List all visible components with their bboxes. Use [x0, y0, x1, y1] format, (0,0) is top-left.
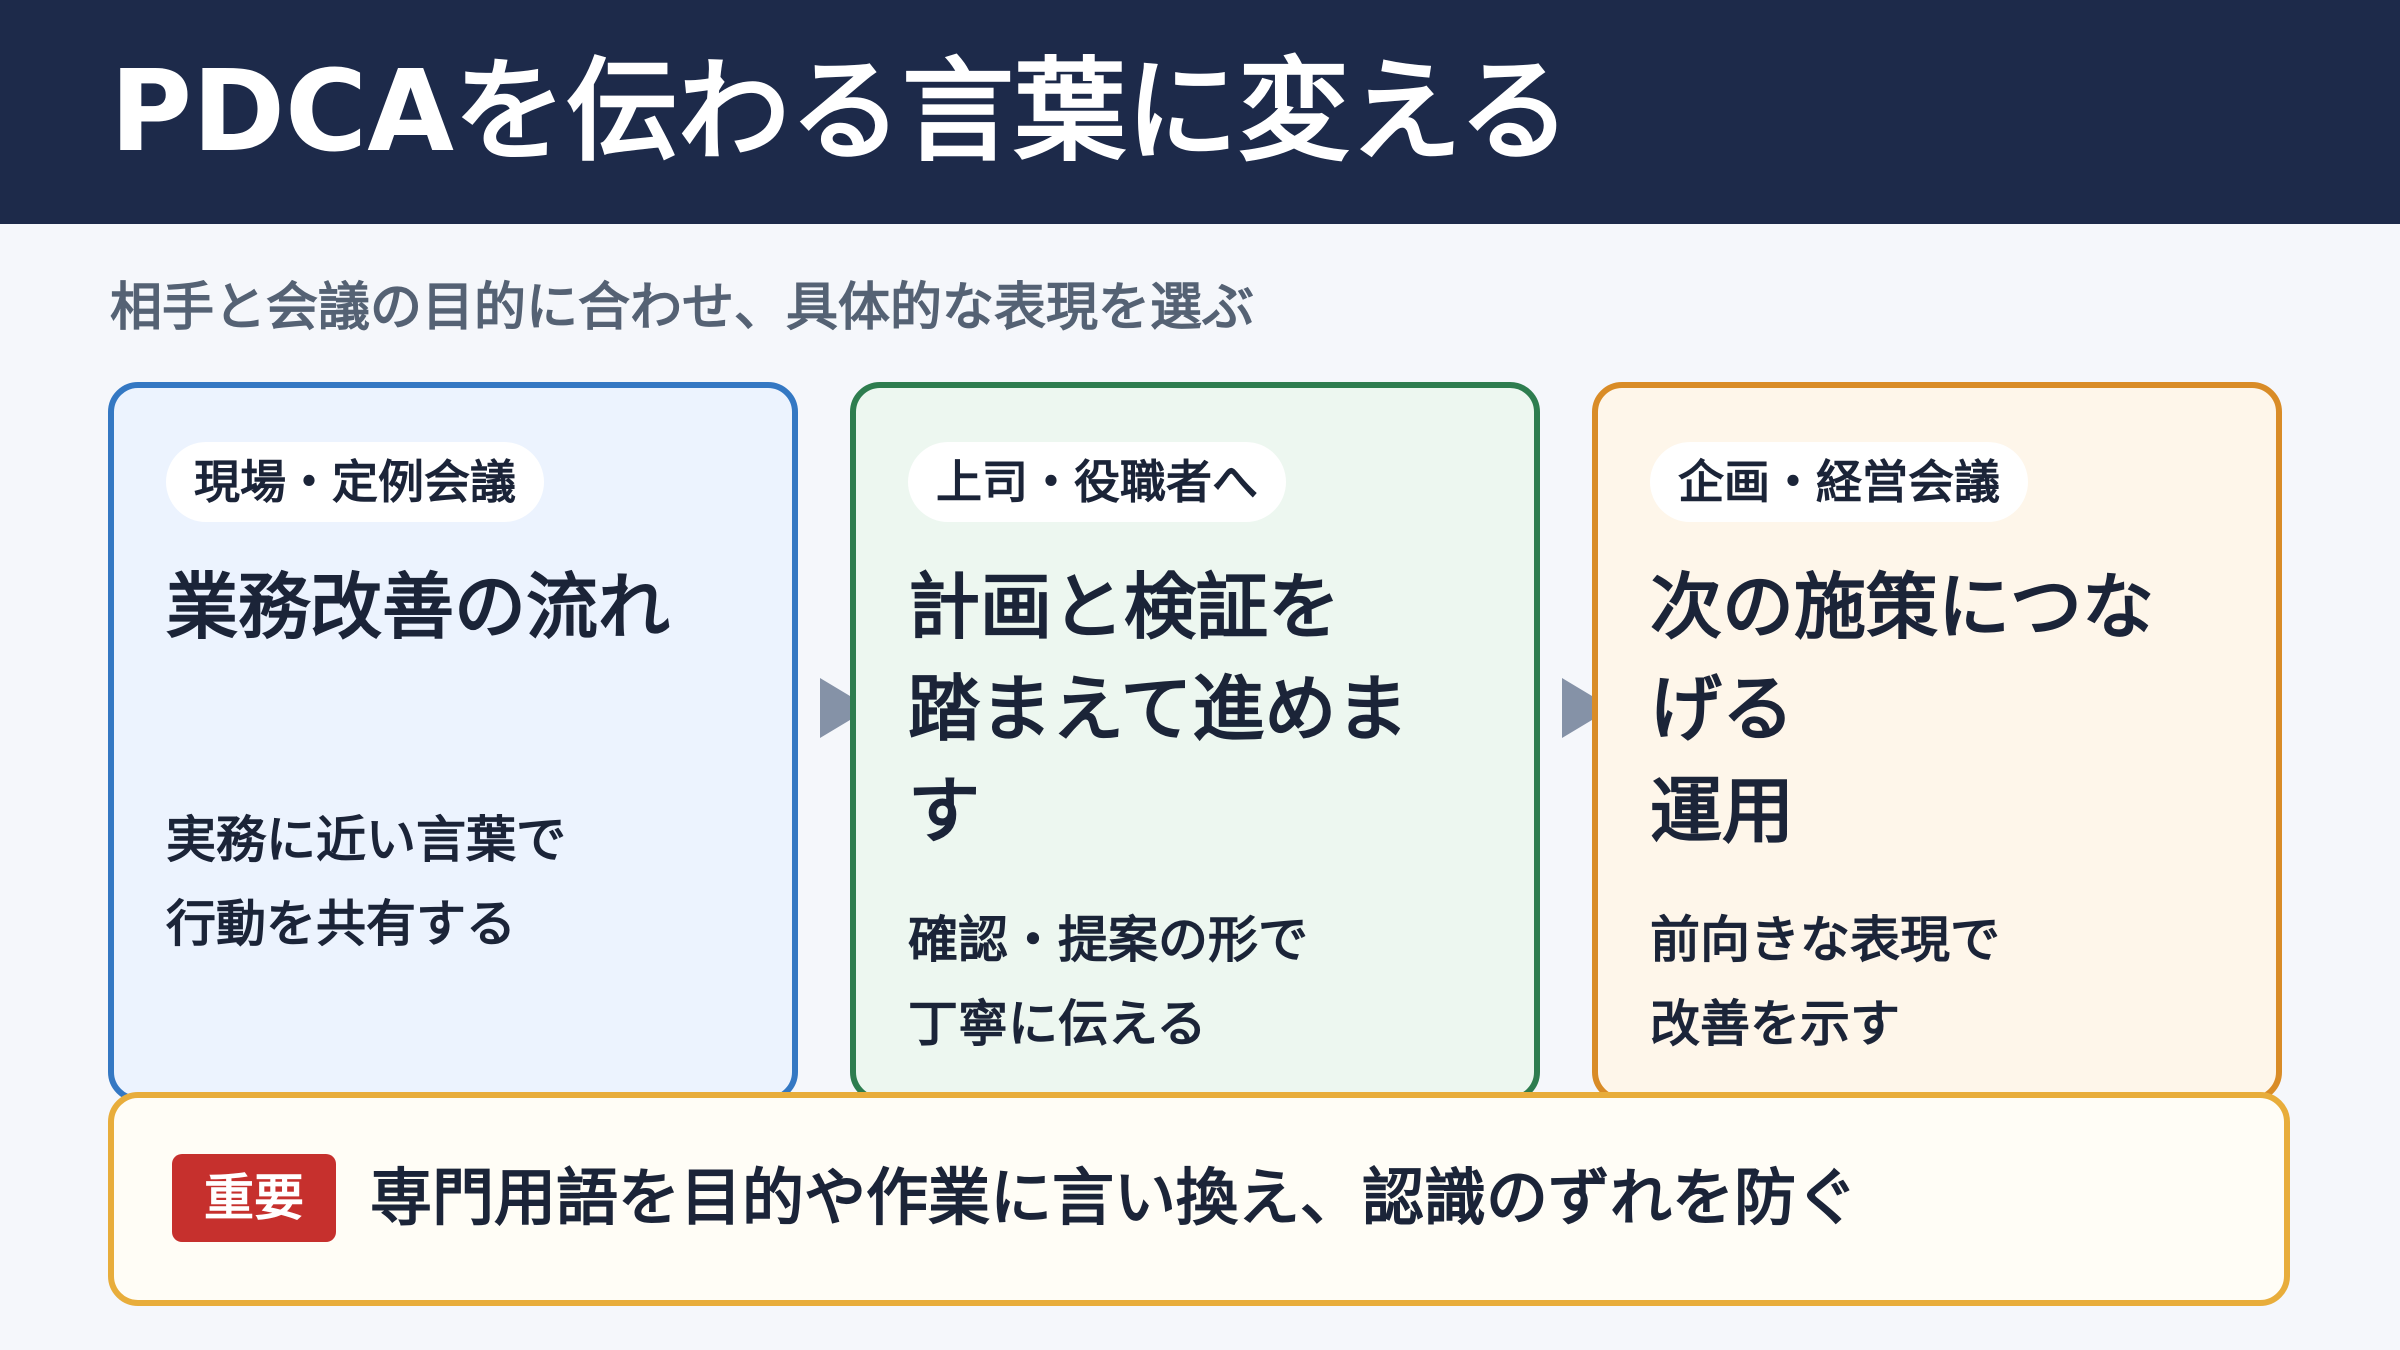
important-note-box: 重要 専門用語を目的や作業に言い換え、認識のずれを防ぐ	[108, 1092, 2290, 1306]
audience-tag: 現場・定例会議	[166, 442, 544, 522]
slide-subtitle: 相手と会議の目的に合わせ、具体的な表現を選ぶ	[110, 278, 1255, 338]
header-bar: PDCAを伝わる言葉に変える	[0, 0, 2400, 224]
card-heading: 次の施策につな げる 運用	[1650, 565, 2155, 853]
card-heading: 業務改善の流れ	[166, 565, 671, 649]
audience-tag: 企画・経営会議	[1650, 442, 2028, 522]
card-heading: 計画と検証を 踏まえて進めま す	[908, 565, 1409, 853]
audience-card-planning-meeting: 企画・経営会議 次の施策につな げる 運用 前向きな表現で 改善を示す	[1592, 382, 2282, 1102]
card-body: 実務に近い言葉で 行動を共有する	[166, 811, 566, 953]
audience-card-managers: 上司・役職者へ 計画と検証を 踏まえて進めま す 確認・提案の形で 丁寧に伝える	[850, 382, 1540, 1102]
audience-tag: 上司・役職者へ	[908, 442, 1286, 522]
audience-card-field-meeting: 現場・定例会議 業務改善の流れ 実務に近い言葉で 行動を共有する	[108, 382, 798, 1102]
important-note-text: 専門用語を目的や作業に言い換え、認識のずれを防ぐ	[370, 1161, 1859, 1234]
card-body: 前向きな表現で 改善を示す	[1650, 911, 2000, 1053]
card-body: 確認・提案の形で 丁寧に伝える	[908, 911, 1308, 1053]
slide-title: PDCAを伝わる言葉に変える	[110, 47, 1571, 177]
important-badge: 重要	[172, 1154, 336, 1242]
